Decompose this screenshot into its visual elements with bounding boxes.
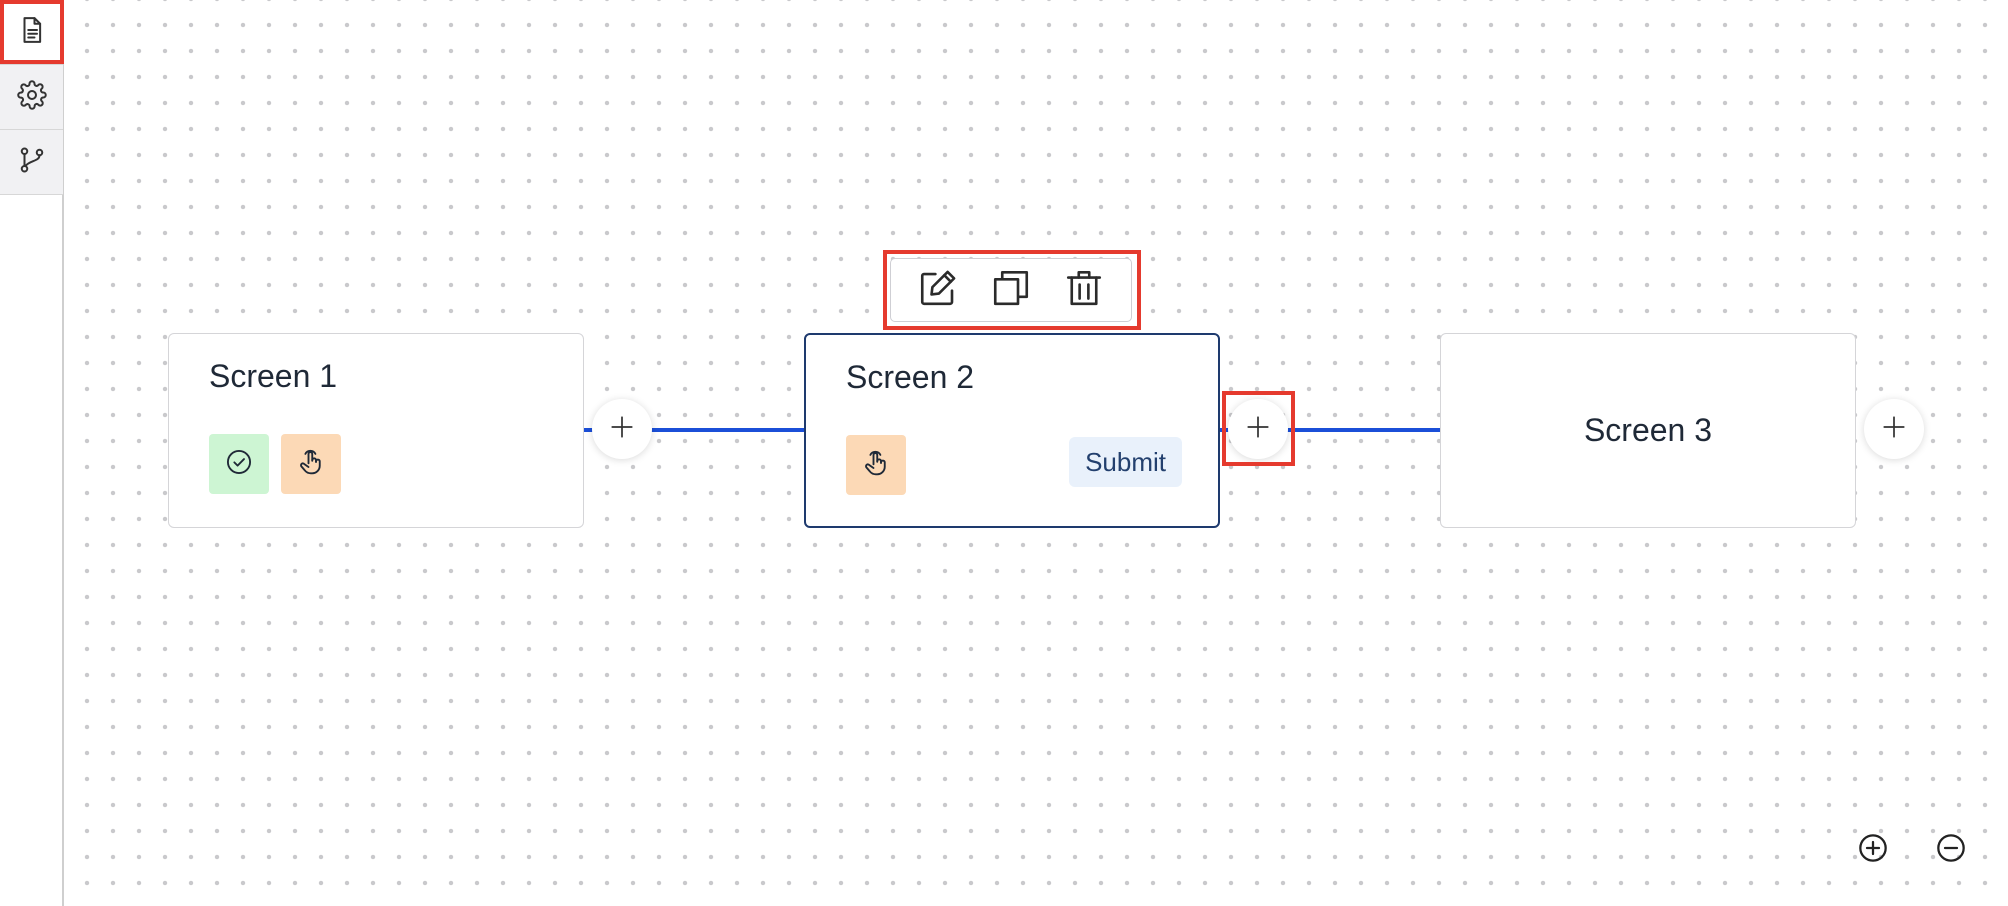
submit-badge[interactable]: Submit bbox=[1069, 437, 1182, 487]
edit-button[interactable] bbox=[910, 262, 966, 318]
interaction-chip[interactable] bbox=[846, 435, 906, 495]
connector-2-3 bbox=[1218, 428, 1442, 432]
sidebar-tab-settings[interactable] bbox=[0, 65, 63, 130]
screen-card-3[interactable]: Screen 3 bbox=[1440, 333, 1856, 528]
tap-hand-icon bbox=[296, 447, 326, 482]
sidebar bbox=[0, 0, 64, 906]
add-screen-button-3[interactable] bbox=[1864, 399, 1924, 459]
screen-card-1[interactable]: Screen 1 bbox=[168, 333, 584, 528]
document-icon bbox=[17, 15, 47, 50]
screen-actions-toolbar bbox=[890, 258, 1132, 322]
edit-icon bbox=[917, 267, 959, 314]
zoom-out-button[interactable] bbox=[1931, 830, 1971, 870]
interaction-chip[interactable] bbox=[281, 434, 341, 494]
connector-1-2 bbox=[584, 428, 804, 432]
delete-button[interactable] bbox=[1056, 262, 1112, 318]
tap-hand-icon bbox=[861, 448, 891, 483]
duplicate-icon bbox=[990, 267, 1032, 314]
completion-chip[interactable] bbox=[209, 434, 269, 494]
screen-title: Screen 2 bbox=[846, 359, 975, 395]
check-circle-icon bbox=[225, 448, 253, 481]
gear-icon bbox=[16, 79, 47, 115]
branch-icon bbox=[17, 145, 47, 180]
delete-icon bbox=[1063, 267, 1105, 314]
plus-icon bbox=[1881, 414, 1907, 445]
zoom-in-button[interactable] bbox=[1853, 830, 1893, 870]
duplicate-button[interactable] bbox=[983, 262, 1039, 318]
add-screen-button-1[interactable] bbox=[592, 399, 652, 459]
screen-title: Screen 1 bbox=[209, 358, 338, 394]
add-screen-button-2[interactable] bbox=[1228, 399, 1288, 459]
zoom-out-icon bbox=[1935, 832, 1967, 869]
plus-icon bbox=[1245, 414, 1271, 445]
screen-title: Screen 3 bbox=[1583, 412, 1713, 448]
sidebar-tab-document[interactable] bbox=[0, 0, 63, 65]
plus-icon bbox=[609, 414, 635, 445]
sidebar-tab-branches[interactable] bbox=[0, 130, 63, 195]
zoom-in-icon bbox=[1857, 832, 1889, 869]
screen-card-2[interactable]: Screen 2 Submit bbox=[804, 333, 1220, 528]
